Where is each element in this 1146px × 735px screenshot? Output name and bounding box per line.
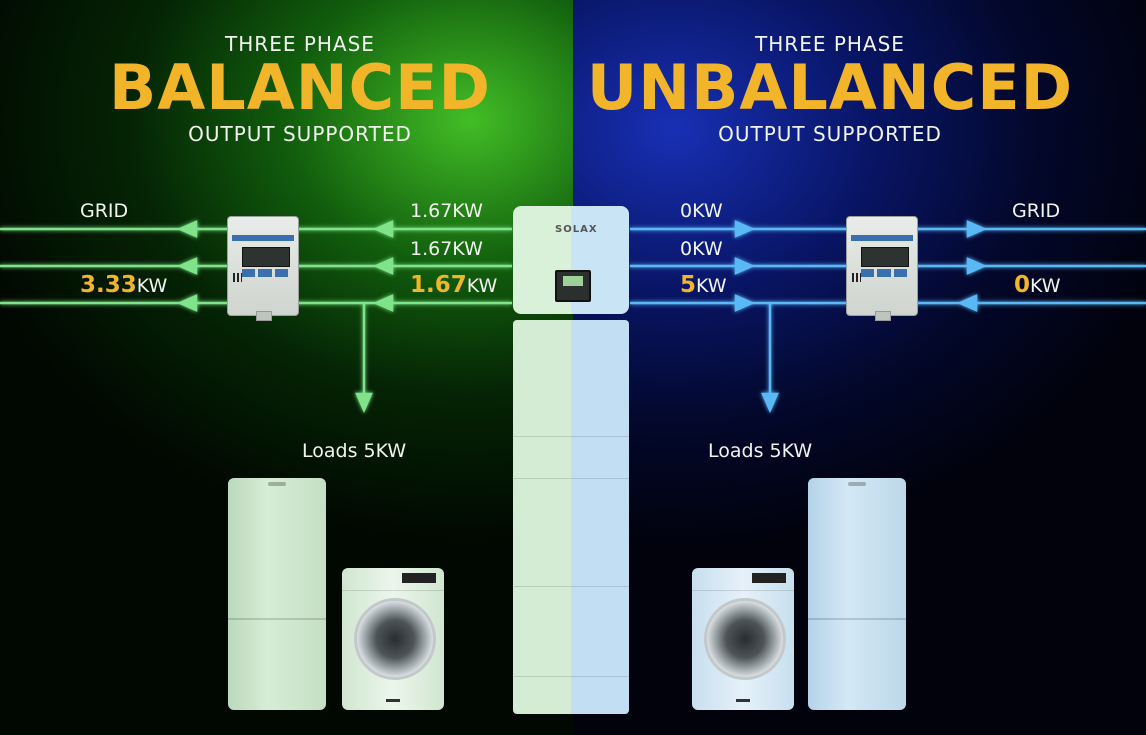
unbalanced-loads-label: Loads 5KW bbox=[708, 440, 813, 462]
balanced-grid-total: 3.33KW bbox=[80, 272, 167, 298]
unbalanced-phase-3-unit: KW bbox=[696, 275, 727, 297]
smart-meter-icon bbox=[227, 216, 299, 321]
arrow-right-icon bbox=[966, 257, 988, 275]
unbalanced-grid-total: 0KW bbox=[1014, 272, 1061, 298]
balanced-grid-total-unit: KW bbox=[136, 275, 168, 297]
arrow-left-icon bbox=[176, 220, 198, 238]
balanced-phase-1-value: 1.67KW bbox=[410, 200, 483, 222]
unbalanced-small-title: THREE PHASE bbox=[755, 32, 905, 56]
balanced-phase-2-value: 1.67KW bbox=[410, 238, 483, 260]
inverter-brand: SOLAX bbox=[555, 224, 598, 235]
balanced-loads-label: Loads 5KW bbox=[302, 440, 407, 462]
unbalanced-big-title: UNBALANCED bbox=[586, 51, 1074, 124]
arrow-left-icon bbox=[176, 257, 198, 275]
inverter-battery-tower: SOLAX bbox=[513, 206, 629, 714]
balanced-small-title: THREE PHASE bbox=[225, 32, 375, 56]
arrow-down-icon bbox=[355, 392, 373, 414]
balanced-big-title: BALANCED bbox=[109, 51, 491, 124]
unbalanced-grid-total-unit: KW bbox=[1030, 275, 1061, 297]
fridge-icon bbox=[228, 478, 326, 710]
arrow-right-icon bbox=[734, 294, 756, 312]
unbalanced-phase-2-value: 0KW bbox=[680, 238, 723, 260]
washing-machine-icon bbox=[342, 568, 444, 710]
unbalanced-phase-3: 5KW bbox=[680, 272, 727, 298]
unbalanced-subtitle: OUTPUT SUPPORTED bbox=[718, 122, 942, 146]
washing-machine-icon bbox=[692, 568, 794, 710]
arrow-left-icon bbox=[372, 220, 394, 238]
balanced-grid-total-value: 3.33 bbox=[80, 272, 137, 298]
inverter-icon: SOLAX bbox=[513, 206, 629, 314]
arrow-right-icon bbox=[734, 257, 756, 275]
unbalanced-phase-3-value: 5 bbox=[680, 272, 697, 298]
balanced-title-block: THREE PHASE BALANCED OUTPUT SUPPORTED bbox=[100, 32, 500, 146]
fridge-icon bbox=[808, 478, 906, 710]
balanced-phase-3: 1.67KW bbox=[410, 272, 497, 298]
balanced-subtitle: OUTPUT SUPPORTED bbox=[188, 122, 412, 146]
arrow-right-icon bbox=[734, 220, 756, 238]
unbalanced-phase-1-value: 0KW bbox=[680, 200, 723, 222]
arrow-left-icon bbox=[372, 257, 394, 275]
arrow-down-icon bbox=[761, 392, 779, 414]
arrow-left-icon bbox=[372, 294, 394, 312]
inverter-display bbox=[555, 270, 591, 302]
smart-meter-icon bbox=[846, 216, 918, 321]
balanced-grid-label: GRID bbox=[80, 200, 129, 222]
unbalanced-grid-total-value: 0 bbox=[1014, 272, 1031, 298]
unbalanced-title-block: THREE PHASE UNBALANCED OUTPUT SUPPORTED bbox=[580, 32, 1080, 146]
arrow-right-icon bbox=[966, 220, 988, 238]
balanced-phase-3-value: 1.67 bbox=[410, 272, 467, 298]
balanced-phase-3-unit: KW bbox=[466, 275, 498, 297]
unbalanced-grid-label: GRID bbox=[1012, 200, 1061, 222]
arrow-left-icon bbox=[956, 294, 978, 312]
arrow-left-icon bbox=[176, 294, 198, 312]
battery-stack-icon bbox=[513, 320, 629, 714]
